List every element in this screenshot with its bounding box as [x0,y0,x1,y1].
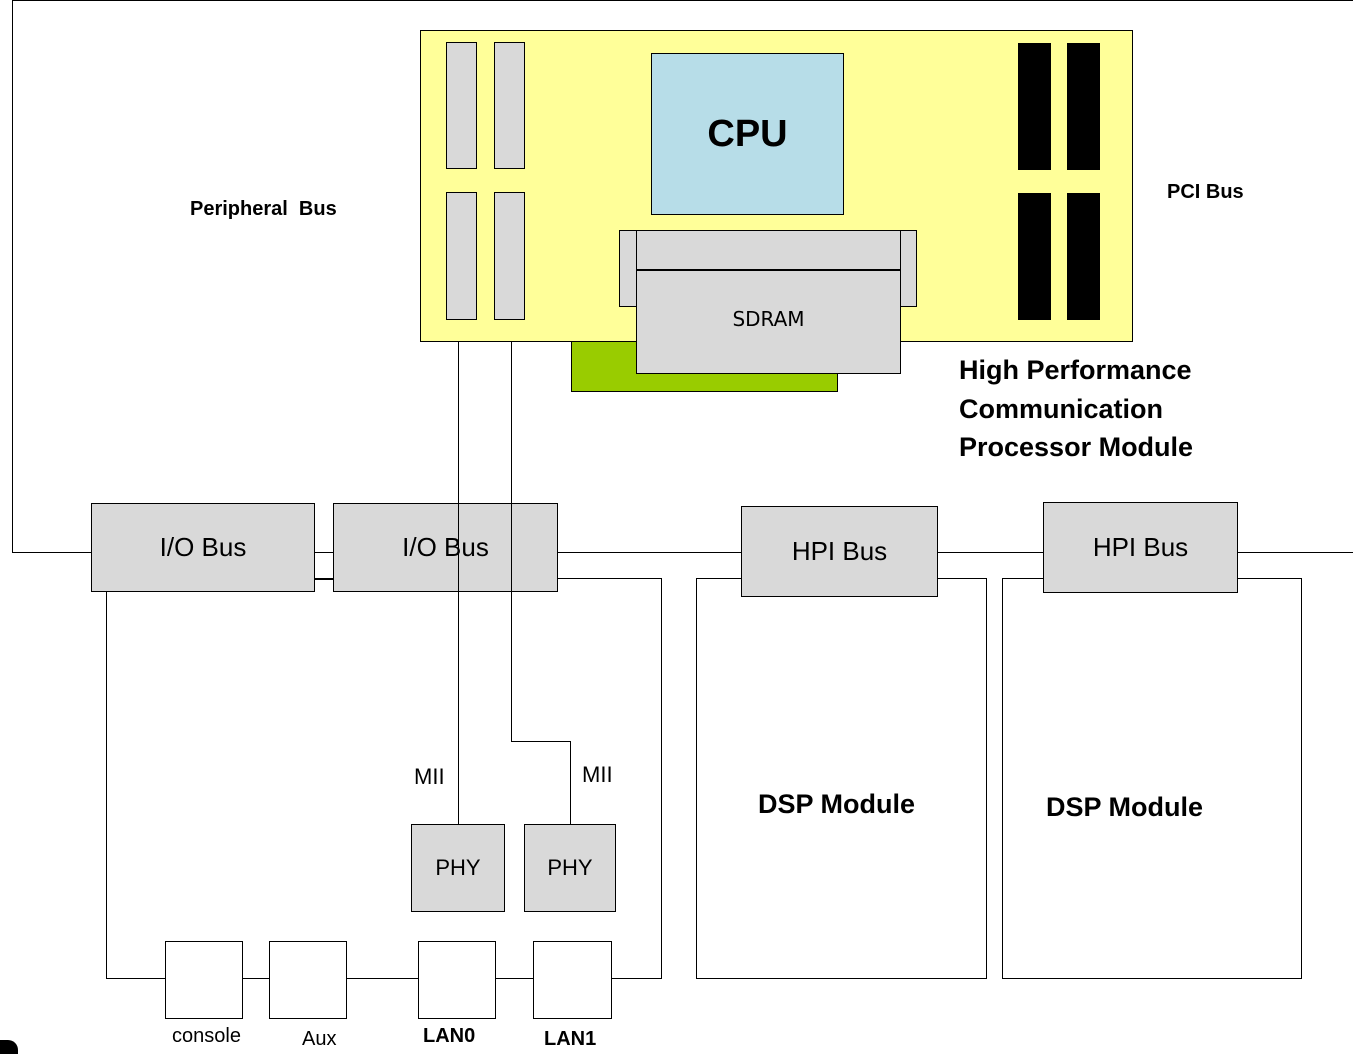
io-bus-connector-1: I/O Bus [91,503,315,592]
mii-line-left [458,342,459,824]
mii-left-label: MII [414,764,445,789]
io-bus-2-label: I/O Bus [402,532,489,562]
cpu-chip: CPU [651,53,844,215]
mii-line-right-drop [570,741,571,824]
pci-slot [1067,43,1100,170]
hpi-bus-connector-2: HPI Bus [1043,502,1238,593]
io-bus-1-label: I/O Bus [159,532,247,562]
aux-port-label: Aux [302,1028,337,1050]
peripheral-connector [446,42,477,169]
module-title-line2: Communication [959,394,1164,424]
phy-right-label: PHY [547,855,593,880]
peripheral-bus-label: Peripheral Bus [190,198,337,220]
console-port-label: console [172,1025,241,1047]
aux-port [269,941,347,1019]
peripheral-connector [494,42,525,169]
phy-left-label: PHY [435,855,481,880]
mii-line-right-horizontal [511,741,571,742]
pci-slot [1067,193,1100,320]
logo-fragment-icon [0,1040,18,1054]
module-title-line1: High Performance [959,355,1192,385]
lan0-port [418,941,496,1019]
dsp-module-card-2 [1002,578,1302,979]
lan0-port-label: LAN0 [423,1025,476,1047]
peripheral-connector [446,192,477,320]
pci-slot [1018,193,1051,320]
dsp-module-2-label: DSP Module [1046,792,1204,822]
cpu-label: CPU [707,112,788,155]
io-link-line [315,579,333,580]
backplane-bus-line [12,552,1353,553]
sdram-socket-inner [636,230,901,270]
backplane-top-line [12,0,1353,1]
lan1-port [533,941,612,1019]
lan1-port-label: LAN1 [544,1028,597,1050]
sdram-module: SDRAM [636,270,901,374]
hpi-bus-1-label: HPI Bus [791,536,888,566]
phy-chip-left: PHY [411,824,505,912]
pci-slot [1018,43,1051,170]
phy-chip-right: PHY [524,824,616,912]
backplane-left-line [12,0,13,552]
pci-bus-label: PCI Bus [1167,181,1244,203]
dsp-module-card-1 [696,578,987,979]
console-port [165,941,243,1019]
hpi-bus-connector-1: HPI Bus [741,506,938,597]
io-card [106,578,662,979]
mii-right-label: MII [582,762,613,787]
dsp-module-1-label: DSP Module [758,789,916,819]
mii-line-right-vertical [511,342,512,742]
hpi-bus-2-label: HPI Bus [1092,532,1189,562]
sdram-label: SDRAM [732,307,805,331]
module-title-line3: Processor Module [959,432,1194,462]
peripheral-connector [494,192,525,320]
io-bus-connector-2: I/O Bus [333,503,558,592]
